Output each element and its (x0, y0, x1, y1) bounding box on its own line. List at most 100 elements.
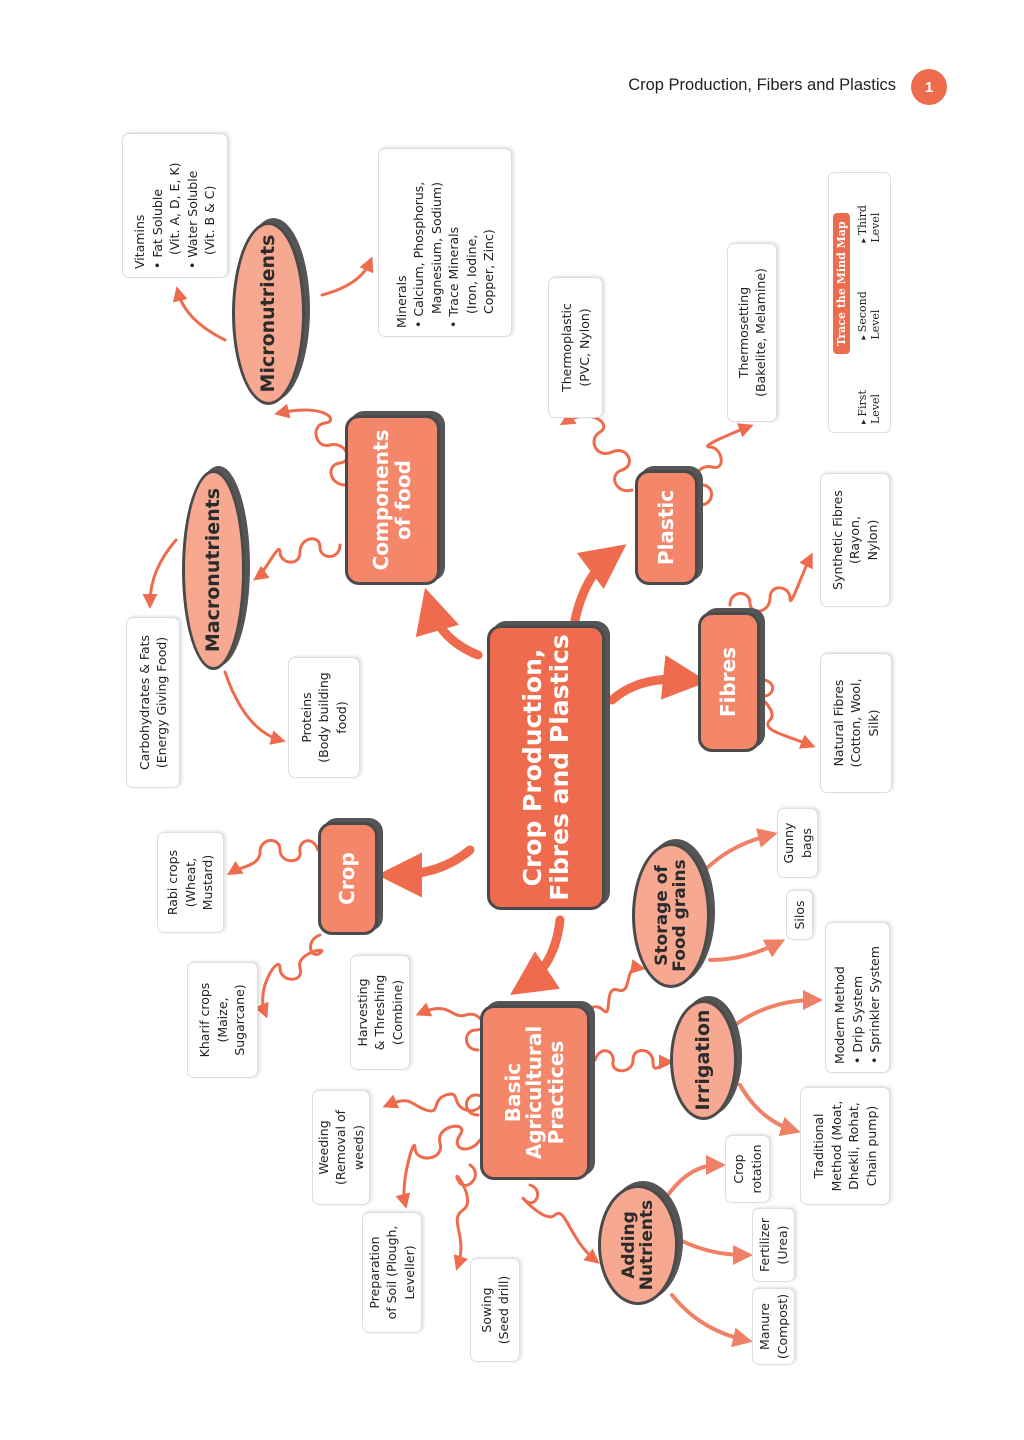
arrow-central-basic (510, 915, 565, 995)
loop-basic-weeding (382, 1092, 484, 1117)
box-kharif-crops: Kharif crops (Maize, Sugarcane) (187, 962, 258, 1078)
node-components-of-food: Components of food (345, 415, 440, 585)
arrow-central-crop (377, 845, 475, 898)
box-line: Leveller) (401, 1245, 417, 1300)
box-line: Calcium, Phosphorus, (410, 157, 428, 328)
page-number-badge: 1 (911, 69, 947, 105)
box-carbohydrates: Carbohydrates & Fats (Energy Giving Food… (126, 617, 180, 788)
legend-title: Trace the Mind Map (833, 213, 850, 354)
arrow-storage-gunny (703, 828, 778, 872)
box-line: (Removal of (333, 1109, 349, 1186)
loop-plastic-thermoplastic (559, 410, 634, 493)
arrow-macro-proteins (223, 670, 286, 745)
box-line: Silos (791, 900, 807, 930)
box-line: Synthetic Fibres (829, 490, 845, 590)
box-line: Weeding (315, 1120, 331, 1175)
box-proteins: Proteins (Body building food) (288, 657, 360, 778)
arrow-micro-minerals (320, 256, 374, 297)
node-adding-nutrients: Adding Nutrients (598, 1185, 678, 1305)
box-line: Proteins (298, 692, 314, 743)
box-line: Minerals (393, 275, 409, 328)
box-line: rotation (748, 1144, 764, 1194)
loop-basic-preparation (395, 1124, 482, 1209)
box-fertilizer: Fertilizer (Urea) (752, 1208, 795, 1282)
box-line: (PVC, Nylon) (576, 308, 592, 387)
box-line: (Combine) (389, 979, 405, 1046)
box-minerals: Minerals Calcium, Phosphorus, Magnesium,… (378, 148, 512, 337)
box-line: (Vit. A, D, E, K) (167, 162, 183, 255)
node-storage-of-food-grains: Storage of Food grains (632, 843, 710, 988)
arrow-micro-vitamins (172, 286, 227, 342)
box-thermosetting: Thermosetting (Bakelite, Melamine) (727, 243, 777, 422)
box-rabi-crops: Rabi crops (Wheat, Mustard) (157, 832, 224, 933)
node-macronutrients: Macronutrients (182, 470, 245, 670)
box-line: Water Soluble (184, 142, 202, 269)
box-line: Harvesting (354, 978, 370, 1047)
arrow-central-fibres (607, 654, 708, 705)
box-harvesting: Harvesting & Threshing (Combine) (350, 955, 410, 1070)
box-line: Kharif crops (197, 982, 213, 1058)
box-traditional-method: Traditional Method (Moat, Dhekli, Rohat,… (800, 1087, 890, 1205)
box-line: bags (798, 827, 814, 859)
box-line: Sowing (478, 1287, 494, 1333)
box-line: Nylon) (864, 519, 880, 561)
box-natural-fibres: Natural Fibres (Cotton, Wool, Silk) (820, 653, 892, 793)
box-line: Crop (731, 1154, 746, 1184)
box-gunny-bags: Gunny bags (777, 808, 818, 878)
box-line: Natural Fibres (830, 679, 846, 767)
box-line: Method (Moat, (828, 1100, 844, 1192)
box-line: Silk) (865, 709, 881, 737)
arrow-central-plastic (570, 544, 627, 625)
box-line: Sprinkler System (866, 931, 884, 1064)
node-basic-agricultural-practices: Basic Agricultural Practices (480, 1005, 590, 1180)
loop-plastic-thermosetting (694, 423, 754, 507)
box-line: Preparation (366, 1236, 382, 1309)
box-line: (Vit. B & C) (202, 185, 218, 255)
legend: Trace the Mind Map First Level Second Le… (828, 172, 891, 433)
arrow-adding-manure (670, 1293, 753, 1348)
loop-basic-storage (583, 959, 646, 1027)
box-modern-method: Modern Method Drip System Sprinkler Syst… (825, 922, 890, 1073)
box-synthetic-fibres: Synthetic Fibres (Rayon, Nylon) (820, 473, 890, 607)
legend-third-level: Third Level (856, 181, 882, 243)
box-line: Thermoplastic (559, 303, 574, 392)
box-line: Mustard) (200, 854, 216, 911)
loop-components-macro (253, 537, 342, 581)
loop-basic-adding (521, 1183, 600, 1264)
box-line: Gunny (781, 822, 796, 864)
arrow-irrigation-modern (733, 990, 823, 1027)
box-thermoplastic: Thermoplastic (PVC, Nylon) (548, 277, 603, 418)
legend-second-level: Second Level (856, 269, 882, 339)
loop-components-micro (274, 403, 349, 487)
box-line: Traditional (811, 1113, 826, 1179)
box-vitamins: Vitamins Fat Soluble (Vit. A, D, E, K) W… (122, 133, 228, 278)
box-line: (Compost) (774, 1293, 790, 1360)
box-line: (Maize, (214, 997, 230, 1043)
box-line: Carbohydrates & Fats (136, 634, 152, 771)
box-line: Chain pump) (863, 1105, 879, 1187)
box-silos: Silos (786, 890, 813, 940)
node-fibres: Fibres (698, 612, 760, 752)
loop-basic-sowing (453, 1163, 477, 1271)
legend-first-level: First Level (856, 366, 882, 424)
arrow-macro-carbs (142, 538, 178, 609)
loop-crop-rabi (226, 839, 320, 876)
box-preparation-of-soil: Preparation of Soil (Plough, Leveller) (362, 1212, 422, 1333)
loop-fibres-natural (756, 678, 816, 749)
box-line: Copper, Zinc) (481, 229, 496, 314)
arrow-adding-fertilizer (678, 1238, 753, 1265)
loop-basic-irrigation (593, 1049, 674, 1073)
box-line: (Wheat, (182, 857, 198, 908)
node-micronutrients: Micronutrients (232, 222, 305, 405)
box-line: (Rayon, (847, 516, 863, 564)
box-line: Modern Method (832, 966, 848, 1064)
page-header-title: Crop Production, Fibers and Plastics (628, 76, 896, 94)
box-weeding: Weeding (Removal of weeds) (312, 1090, 370, 1205)
box-line: Sugarcane) (232, 984, 248, 1056)
box-line: (Bakelite, Melamine) (753, 268, 768, 397)
box-line: Fertilizer (757, 1217, 772, 1273)
box-line: Manure (757, 1303, 772, 1350)
box-line: Dhekli, Rohat, (846, 1102, 861, 1190)
box-line: Magnesium, Sodium) (428, 182, 444, 314)
